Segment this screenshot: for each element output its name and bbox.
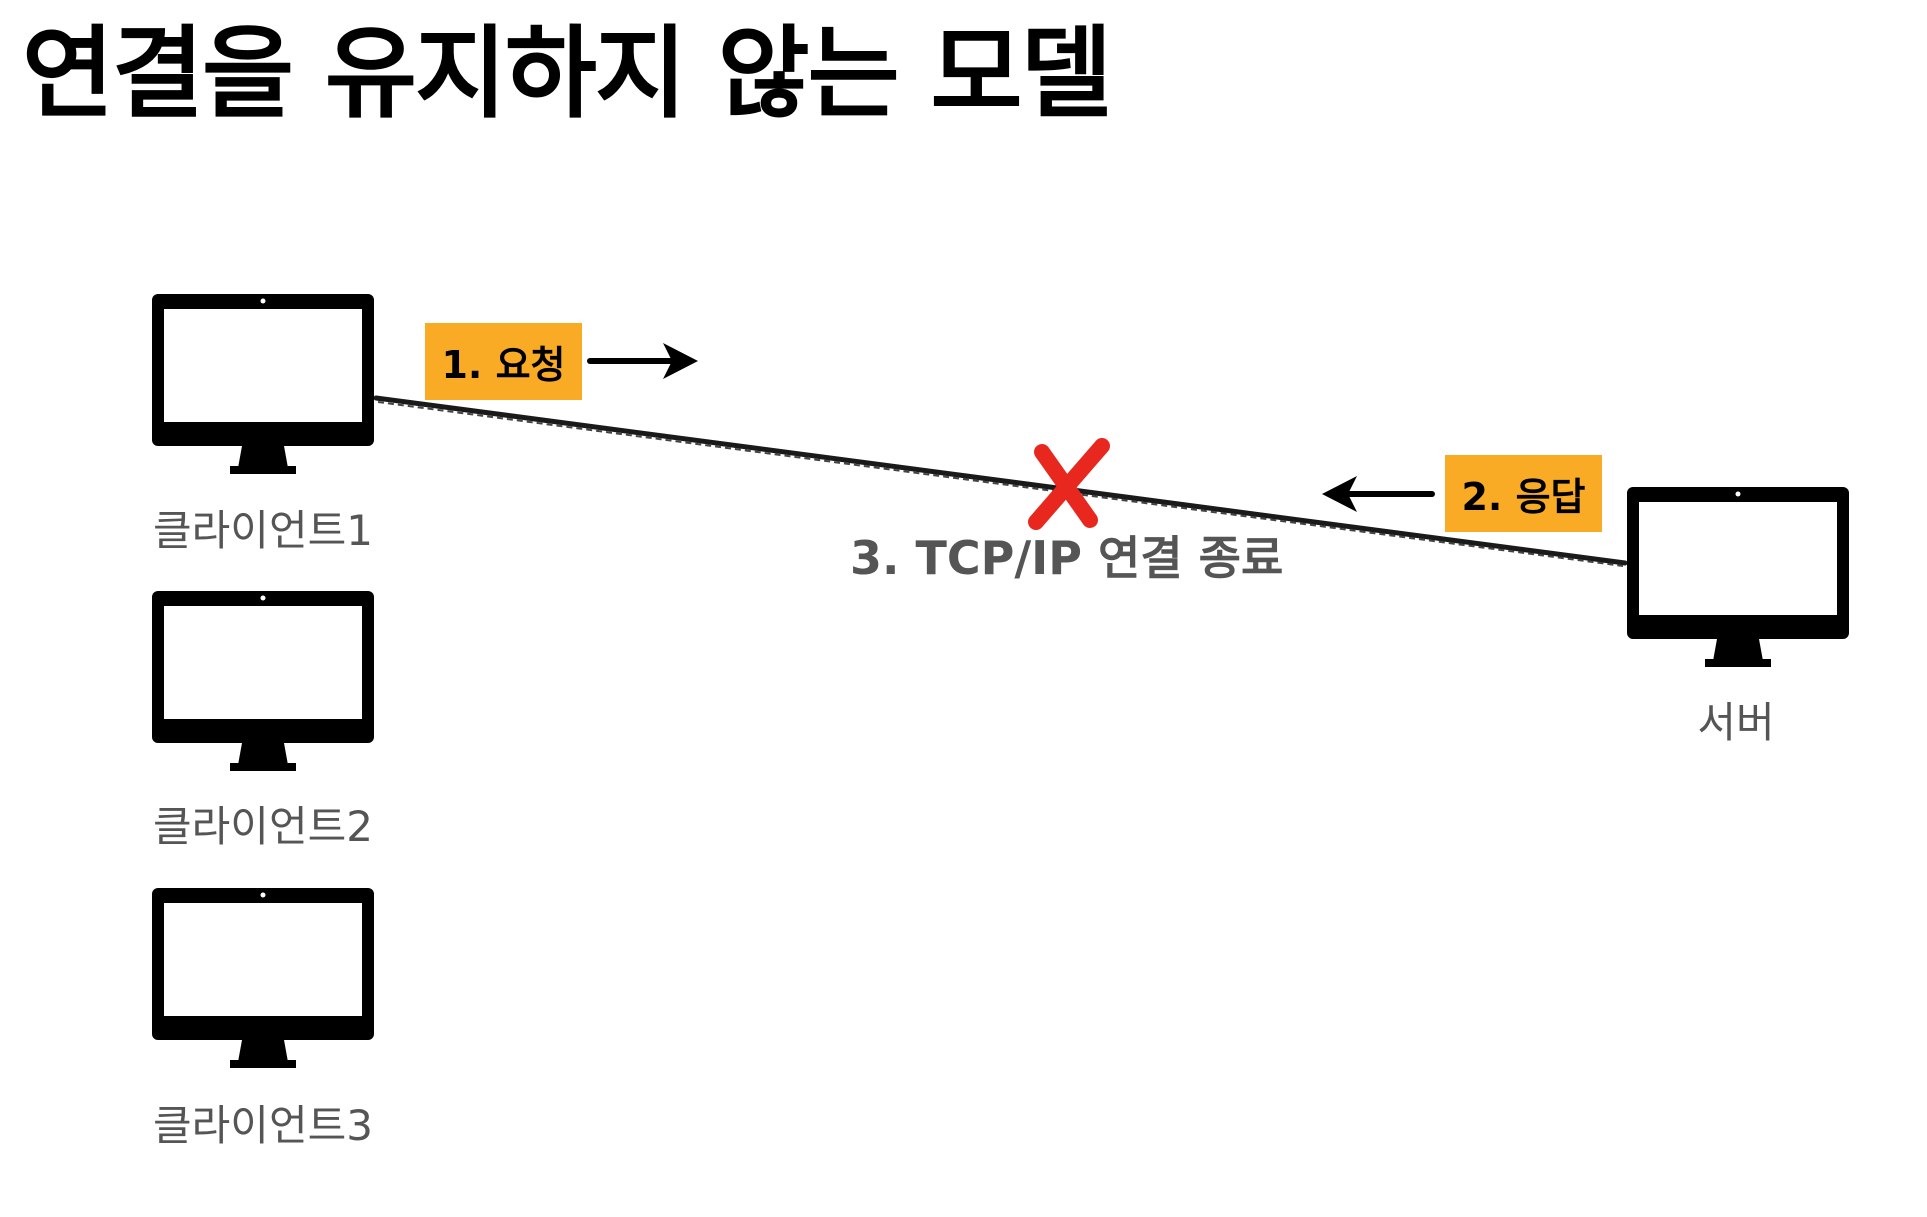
monitor-icon [152, 591, 374, 771]
arrow-right-icon [587, 343, 698, 379]
server-label: 서버 [1697, 698, 1775, 747]
cross-icon [1028, 438, 1110, 530]
monitor-icon [152, 888, 374, 1068]
arrow-left-icon [1322, 476, 1435, 512]
monitor-icon [152, 294, 374, 474]
client-label: 클라이언트1 [153, 506, 373, 555]
connection-line [373, 395, 1628, 566]
client-label: 클라이언트3 [153, 1101, 373, 1150]
request-tag: 1. 요청 [425, 323, 582, 400]
response-tag: 2. 응답 [1445, 455, 1602, 532]
page-title: 연결을 유지하지 않는 모델 [22, 15, 1112, 132]
monitor-icon [1627, 487, 1849, 667]
client-label: 클라이언트2 [153, 802, 373, 851]
connection-status: 3. TCP/IP 연결 종료 [850, 531, 1284, 585]
